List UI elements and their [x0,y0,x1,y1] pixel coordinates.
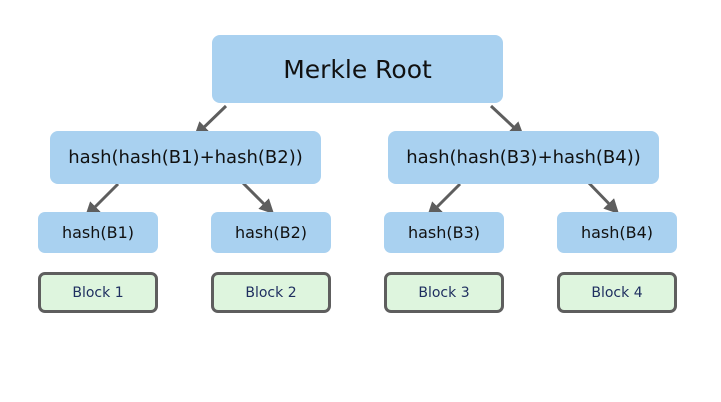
block-2-label: Block 2 [245,284,297,301]
block-1-label: Block 1 [72,284,124,301]
block-4: Block 4 [557,272,677,313]
hash-b3-b4-label: hash(hash(B3)+hash(B4)) [406,147,641,168]
merkle-root-label: Merkle Root [283,54,432,84]
merkle-root-node: Merkle Root [212,35,503,103]
block-3: Block 3 [384,272,504,313]
block-2: Block 2 [211,272,331,313]
hash-b1-b2-node: hash(hash(B1)+hash(B2)) [50,131,321,184]
hash-b1-node: hash(B1) [38,212,158,253]
hash-b3-node: hash(B3) [384,212,504,253]
hash-b1-label: hash(B1) [61,223,135,242]
block-4-label: Block 4 [591,284,643,301]
arrow-right-to-hash-b3 [426,182,462,218]
block-3-label: Block 3 [418,284,470,301]
arrow-left-to-hash-b2 [238,178,275,215]
hash-b2-label: hash(B2) [234,223,308,242]
hash-b4-node: hash(B4) [557,212,677,253]
block-1: Block 1 [38,272,158,313]
arrow-left-to-hash-b1 [84,182,120,218]
hash-b1-b2-label: hash(hash(B1)+hash(B2)) [68,147,303,168]
hash-b3-b4-node: hash(hash(B3)+hash(B4)) [388,131,659,184]
arrow-right-to-hash-b4 [584,178,620,215]
hash-b2-node: hash(B2) [211,212,331,253]
hash-b4-label: hash(B4) [580,223,654,242]
hash-b3-label: hash(B3) [407,223,481,242]
